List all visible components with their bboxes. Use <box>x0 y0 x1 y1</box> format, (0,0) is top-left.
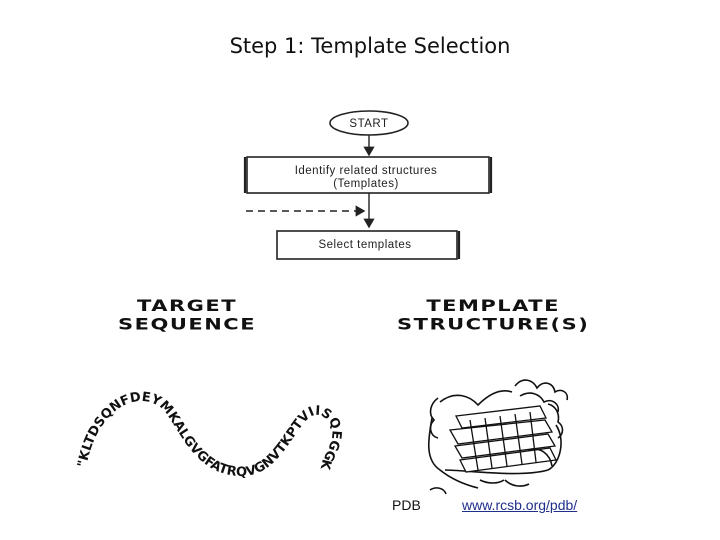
template-structure-heading: TEMPLATE STRUCTURE(S) <box>397 296 589 333</box>
identify-structures-box: Identify related structures (Templates) <box>243 156 493 194</box>
sequence-wave: "KLTDSQNFDEYMKALGVGFATRQVGNVTKPTVIISQEGG… <box>0 0 344 480</box>
identify-label-line1: Identify related structures <box>295 165 438 177</box>
sequence-text: "KLTDSQNFDEYMKALGVGFATRQVGNVTKPTVIISQEGG… <box>0 0 344 480</box>
target-heading-line1: TARGET <box>137 296 238 315</box>
flowchart: START Identify related structures (Templ… <box>243 110 493 260</box>
select-templates-box: Select templates <box>276 230 461 260</box>
identify-label-line2: (Templates) <box>333 178 399 190</box>
pdb-label: PDB <box>392 497 421 513</box>
select-templates-label: Select templates <box>318 239 411 251</box>
template-heading-line2: STRUCTURE(S) <box>397 314 590 334</box>
protein-structure-image <box>428 379 569 495</box>
target-sequence-heading: TARGET SEQUENCE <box>118 296 256 333</box>
template-heading-line1: TEMPLATE <box>426 296 560 315</box>
pdb-link[interactable]: www.rcsb.org/pdb/ <box>462 497 578 513</box>
start-label: START <box>349 118 388 130</box>
start-node: START <box>329 110 409 136</box>
slide-title: Step 1: Template Selection <box>229 34 511 58</box>
target-heading-line2: SEQUENCE <box>118 314 257 334</box>
